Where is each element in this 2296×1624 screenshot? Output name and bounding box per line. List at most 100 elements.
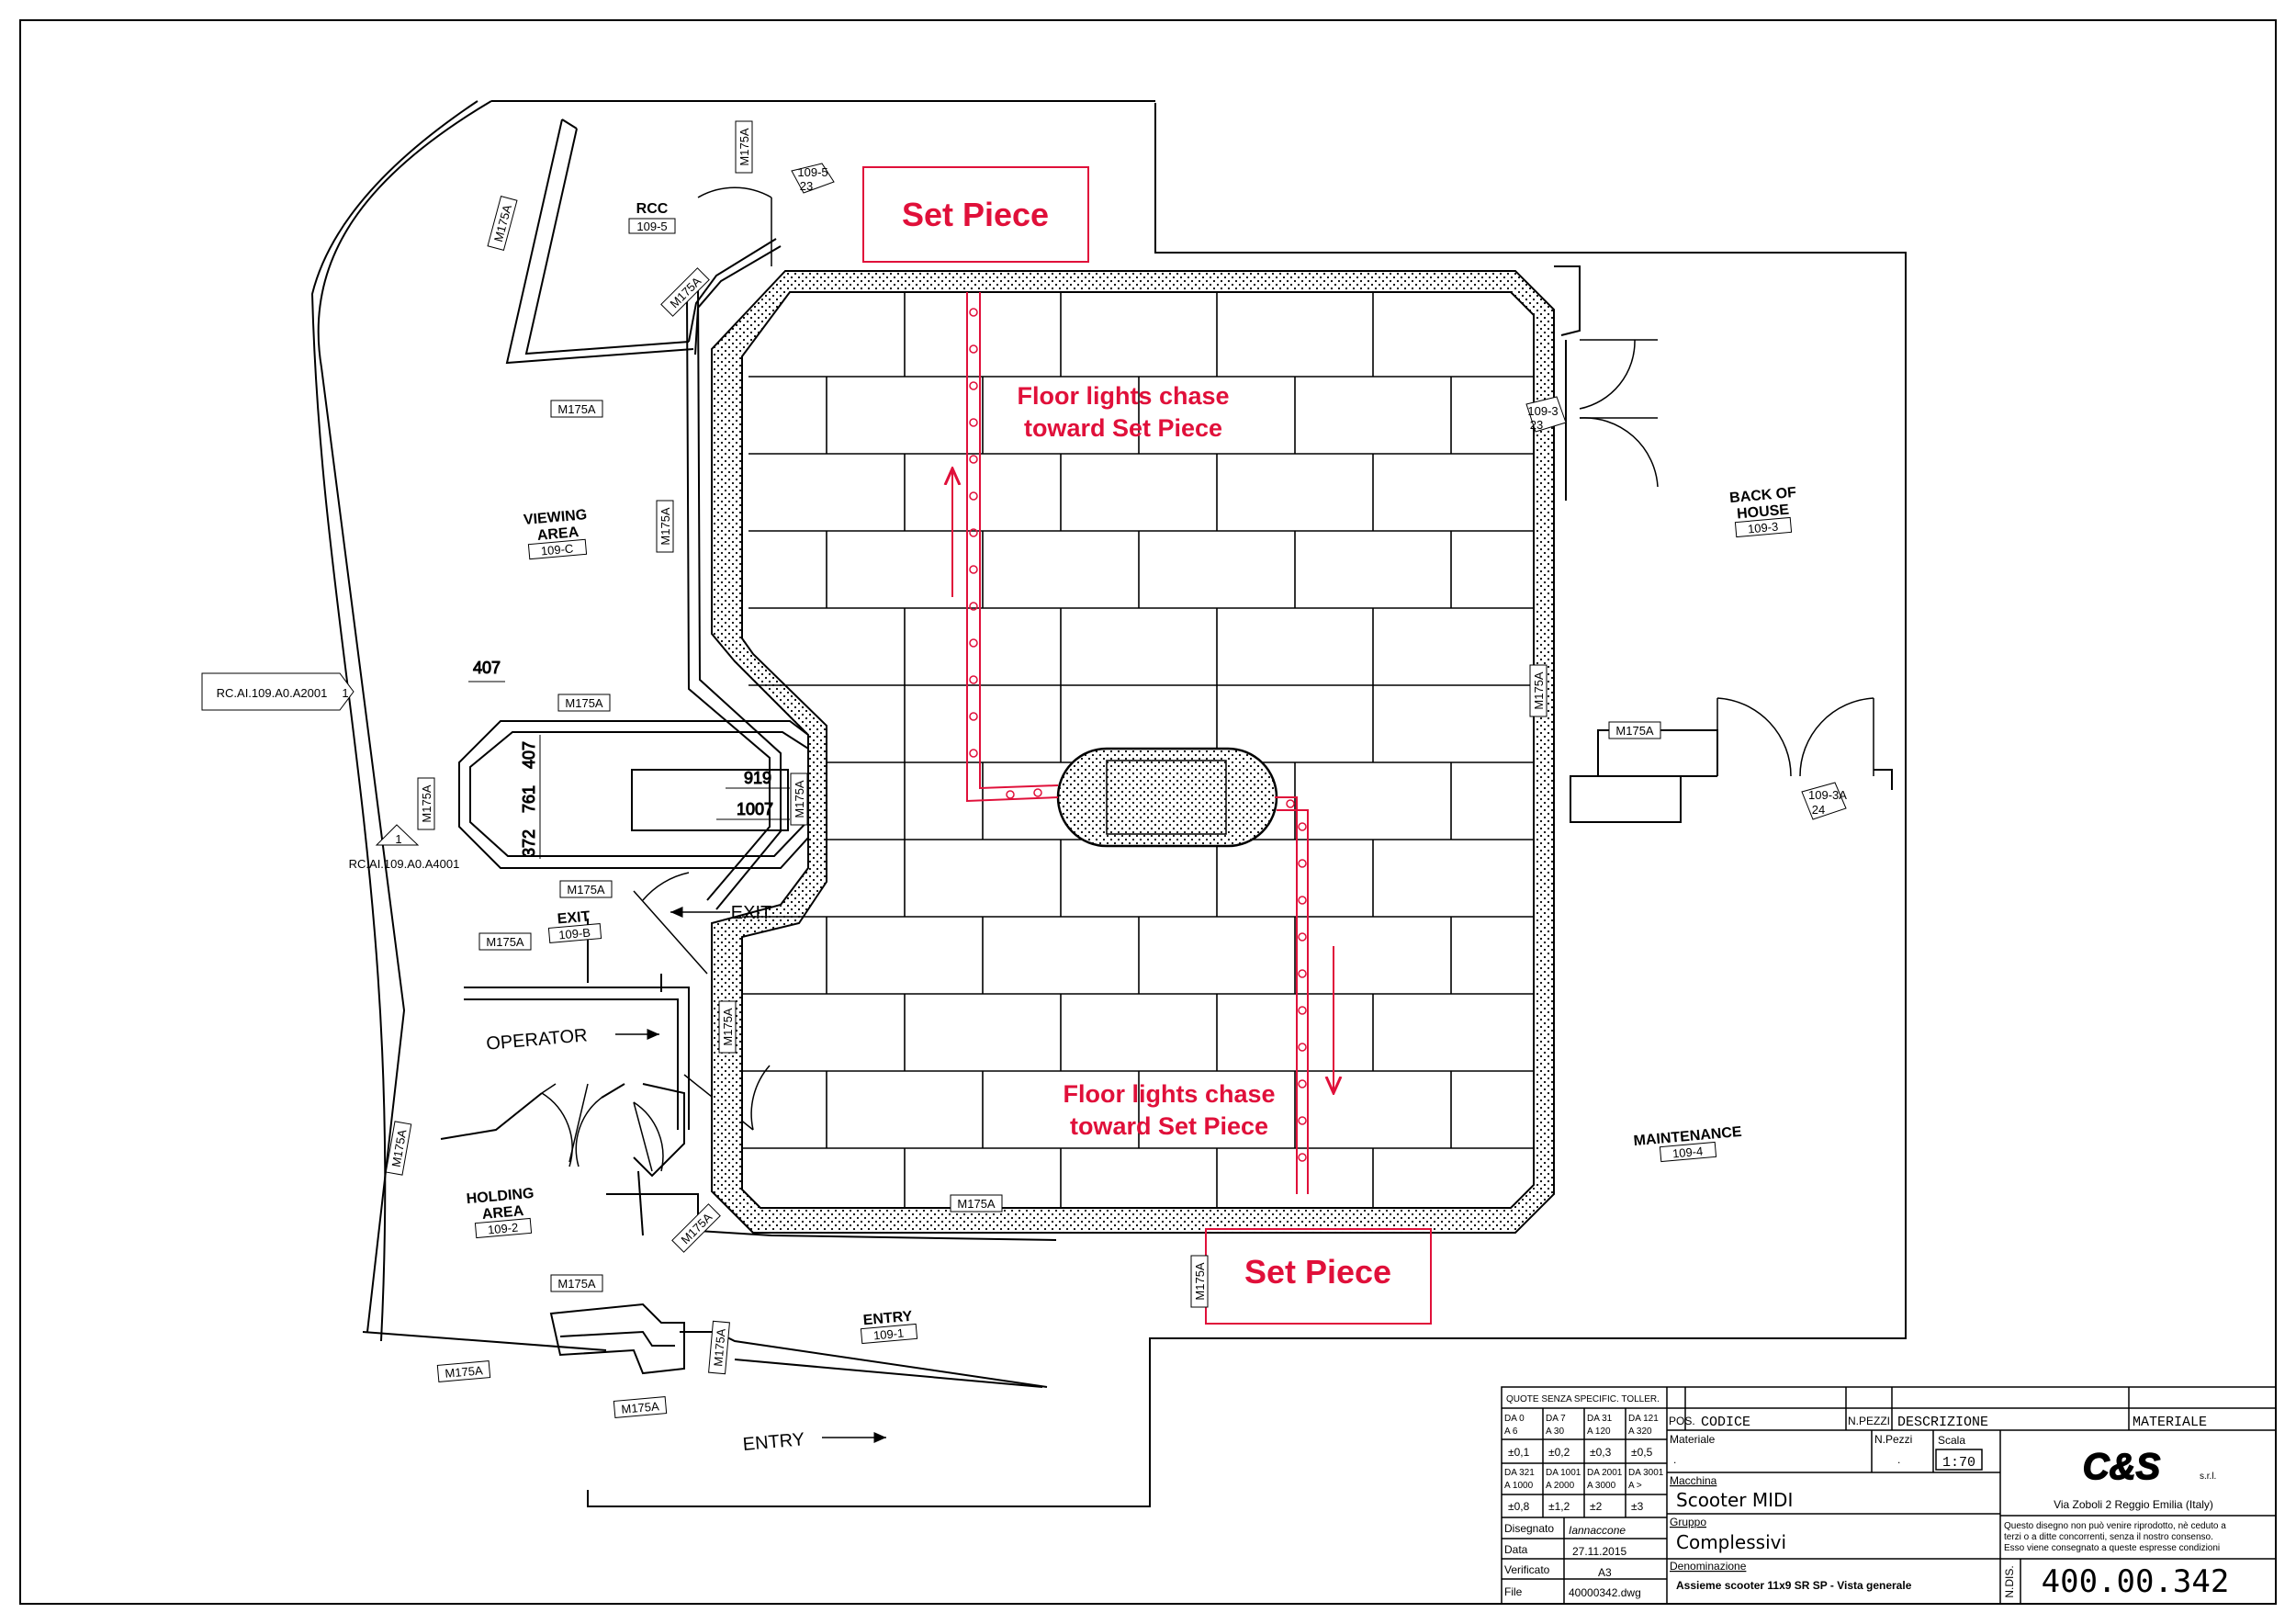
svg-text:HOLDING: HOLDING: [466, 1186, 535, 1207]
svg-text:HOUSE: HOUSE: [1737, 502, 1790, 523]
svg-text:761: 761: [520, 785, 538, 813]
svg-text:M175A: M175A: [737, 128, 751, 166]
svg-text:QUOTE SENZA SPECIFIC. TOLLER.: QUOTE SENZA SPECIFIC. TOLLER.: [1506, 1394, 1660, 1404]
svg-text:EXIT: EXIT: [557, 908, 591, 927]
svg-text:DESCRIZIONE: DESCRIZIONE: [1897, 1415, 1988, 1430]
svg-text:.: .: [1673, 1453, 1676, 1466]
svg-text:N.DIS.: N.DIS.: [2003, 1565, 2016, 1597]
svg-text:DA 121: DA 121: [1628, 1414, 1659, 1424]
svg-text:±2: ±2: [1590, 1500, 1603, 1513]
svg-text:Assieme scooter 11x9 SR SP - V: Assieme scooter 11x9 SR SP - Vista gener…: [1676, 1579, 1912, 1592]
chase-note-top-line1: Floor lights chase: [1017, 382, 1229, 410]
svg-text:DA 1001: DA 1001: [1546, 1468, 1581, 1478]
svg-text:372: 372: [520, 829, 538, 857]
svg-text:27.11.2015: 27.11.2015: [1572, 1545, 1626, 1558]
svg-text:1:70: 1:70: [1942, 1455, 1975, 1471]
svg-text:A 320: A 320: [1628, 1427, 1652, 1437]
room-label-maintenance: MAINTENANCE 109-4: [1633, 1124, 1743, 1163]
detail-reference: 1 RC.AI.109.A0.A4001: [349, 824, 460, 871]
svg-text:Disegnato: Disegnato: [1504, 1522, 1554, 1535]
svg-text:M175A: M175A: [557, 402, 596, 416]
svg-text:±1,2: ±1,2: [1548, 1500, 1570, 1513]
svg-text:109-1: 109-1: [872, 1326, 904, 1343]
svg-text:DA 321: DA 321: [1504, 1468, 1535, 1478]
center-island: [1056, 747, 1278, 848]
svg-text:M175A: M175A: [1615, 724, 1654, 738]
svg-text:Scooter MIDI: Scooter MIDI: [1676, 1489, 1793, 1511]
svg-text:±0,1: ±0,1: [1508, 1446, 1530, 1459]
svg-text:109-5: 109-5: [797, 165, 827, 179]
company-logo: C&S: [2083, 1447, 2161, 1487]
svg-text:Complessivi: Complessivi: [1676, 1531, 1786, 1553]
svg-text:Via Zoboli 2 Reggio Emilia (It: Via Zoboli 2 Reggio Emilia (Italy): [2054, 1498, 2213, 1511]
svg-text:M175A: M175A: [557, 1277, 596, 1291]
svg-text:Data: Data: [1504, 1543, 1528, 1556]
svg-text:23: 23: [1530, 418, 1543, 432]
svg-text:109-5: 109-5: [636, 220, 667, 233]
svg-text:M175A: M175A: [658, 507, 672, 546]
svg-text:24: 24: [1812, 803, 1825, 817]
door-tag-boh: 109-3 23: [1525, 396, 1567, 433]
svg-text:M175A: M175A: [1532, 671, 1546, 710]
svg-text:M175A: M175A: [420, 784, 433, 823]
svg-text:M175A: M175A: [389, 1128, 410, 1167]
svg-text:109-2: 109-2: [487, 1221, 518, 1237]
svg-text:DA 2001: DA 2001: [1587, 1468, 1623, 1478]
svg-text:±0,2: ±0,2: [1548, 1446, 1570, 1459]
svg-text:A 30: A 30: [1546, 1427, 1564, 1437]
svg-text:A 2000: A 2000: [1546, 1481, 1575, 1491]
chase-note-top-line2: toward Set Piece: [1024, 414, 1222, 442]
svg-text:109-C: 109-C: [540, 542, 574, 558]
svg-text:A 3000: A 3000: [1587, 1481, 1616, 1491]
svg-text:Iannaccone: Iannaccone: [1569, 1524, 1626, 1537]
svg-text:±3: ±3: [1631, 1500, 1644, 1513]
svg-text:M175A: M175A: [445, 1363, 484, 1381]
floor-light-fixtures: [969, 308, 1307, 1162]
title-block: [1501, 1386, 2277, 1605]
track-border: [711, 270, 1555, 1234]
svg-text:AREA: AREA: [481, 1203, 524, 1223]
svg-text:1: 1: [342, 686, 348, 700]
svg-text:DA 0: DA 0: [1504, 1414, 1525, 1424]
svg-text:VIEWING: VIEWING: [523, 507, 588, 528]
svg-text:±0,8: ±0,8: [1508, 1500, 1530, 1513]
floor-light-chase-top: [952, 292, 1059, 803]
svg-text:40000342.dwg: 40000342.dwg: [1569, 1586, 1641, 1599]
svg-text:109-4: 109-4: [1671, 1145, 1703, 1161]
title-block-fields: POS. CODICE N.PEZZI DESCRIZIONE MATERIAL…: [1504, 1415, 2229, 1600]
svg-text:N.PEZZI: N.PEZZI: [1848, 1415, 1890, 1427]
svg-text:AREA: AREA: [536, 524, 580, 544]
svg-text:A 1000: A 1000: [1504, 1481, 1534, 1491]
svg-text:±0,5: ±0,5: [1631, 1446, 1653, 1459]
svg-text:1007: 1007: [737, 800, 773, 818]
svg-text:POS.: POS.: [1669, 1415, 1695, 1427]
floor-light-chase-bottom: [1275, 796, 1334, 1194]
svg-text:Questo disegno non può venire: Questo disegno non può venire riprodotto…: [2004, 1521, 2226, 1531]
svg-text:Esso viene consegnato a queste: Esso viene consegnato a queste espresse …: [2004, 1543, 2220, 1553]
svg-text:M175A: M175A: [957, 1197, 996, 1211]
svg-text:919: 919: [744, 769, 771, 787]
track-tiles: [742, 292, 1534, 1208]
svg-text:M175A: M175A: [565, 696, 603, 710]
svg-text:DA 7: DA 7: [1546, 1414, 1566, 1424]
svg-text:407: 407: [473, 659, 501, 677]
svg-text:MATERIALE: MATERIALE: [2133, 1415, 2207, 1430]
exit-arrow-label: EXIT: [731, 903, 771, 923]
svg-text:Denominazione: Denominazione: [1670, 1560, 1747, 1573]
room-label-rcc: RCC 109-5: [628, 201, 676, 234]
building-outline: [310, 100, 1907, 1507]
svg-text:Macchina: Macchina: [1670, 1474, 1717, 1487]
door-tag-rcc: 109-5 23: [791, 163, 835, 194]
svg-text:DA 3001: DA 3001: [1628, 1468, 1664, 1478]
svg-text:23: 23: [800, 179, 813, 193]
svg-text:M175A: M175A: [486, 935, 524, 949]
svg-text:RC.AI.109.A0.A4001: RC.AI.109.A0.A4001: [349, 857, 460, 871]
svg-text:M175A: M175A: [793, 780, 806, 818]
chase-note-bottom-line1: Floor lights chase: [1063, 1080, 1275, 1108]
svg-text:File: File: [1504, 1585, 1523, 1598]
chase-note-bottom-line2: toward Set Piece: [1070, 1112, 1268, 1140]
svg-text:BACK OF: BACK OF: [1729, 485, 1797, 506]
dimensions: 407 407 761 372 919 1007: [468, 659, 790, 859]
svg-text:A 120: A 120: [1587, 1427, 1611, 1437]
room-label-entry: ENTRY 109-1: [860, 1309, 918, 1345]
